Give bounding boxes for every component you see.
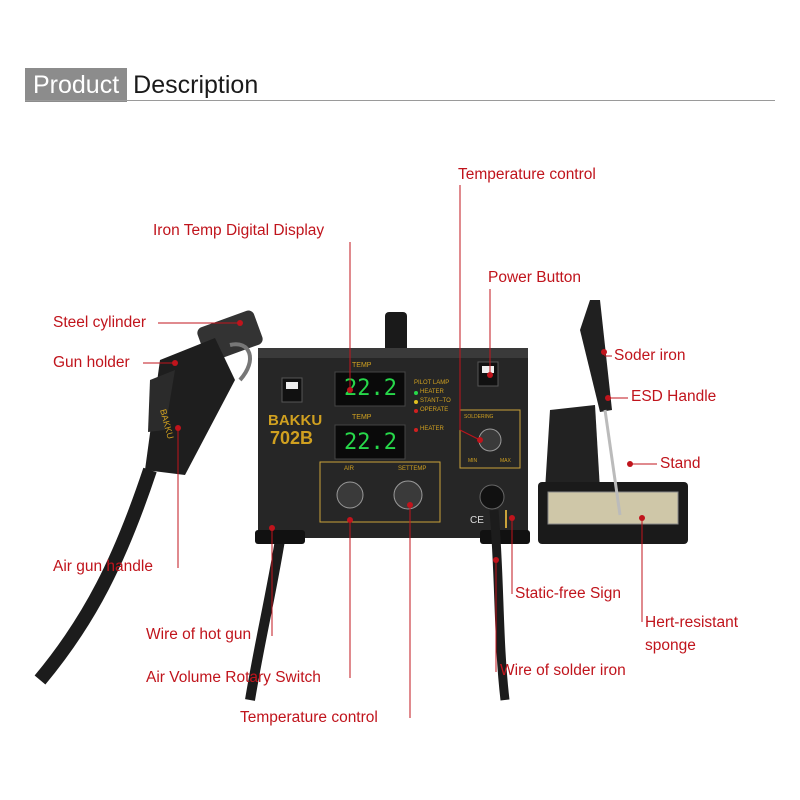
air-panel (319, 461, 441, 523)
lamp-heater2-text: HEATER (420, 426, 444, 432)
label-stand: Stand (660, 455, 701, 472)
section-header: Product Description (25, 68, 264, 102)
soldering-text: SOLDERING (464, 414, 494, 420)
soldering-panel (459, 409, 521, 469)
min-text: MIN (468, 458, 478, 464)
gun-body (145, 338, 235, 475)
ce-text: CE (470, 515, 484, 526)
header-divider (25, 100, 775, 101)
brand-text: BAKKU (268, 412, 323, 429)
lamp-stant-text: STANT–TO (420, 398, 451, 404)
header-description: Description (133, 71, 259, 99)
label-hert-resistant-2: sponge (645, 637, 696, 654)
display-top-label: TEMP (352, 362, 372, 369)
label-gun-holder: Gun holder (53, 354, 130, 371)
label-steel-cylinder: Steel cylinder (53, 314, 147, 331)
air-text: AIR (344, 466, 355, 472)
hot-gun-wire (245, 539, 285, 701)
iron-wire (489, 509, 510, 701)
display-top-value: 22.2 (344, 376, 397, 401)
label-static-free-sign: Static-free Sign (515, 585, 621, 602)
sponge-tray (547, 491, 679, 525)
air-knob (336, 481, 364, 509)
lamp-operate-text: OPERATE (420, 407, 449, 413)
led-heater-green (414, 391, 418, 395)
led-stant-yellow (414, 400, 418, 404)
gun-holder-shape (229, 342, 252, 382)
gun-grip (148, 370, 175, 432)
label-air-gun-handle: Air gun handle (53, 558, 153, 575)
lamp-heater-text: HEATER (420, 389, 444, 395)
iron-stand (538, 405, 688, 544)
label-esd-handle: ESD Handle (631, 388, 717, 405)
label-wire-solder-iron: Wire of solder iron (500, 662, 626, 679)
display-bottom-value: 22.2 (344, 430, 397, 455)
settemp-text: SETTEMP (398, 466, 427, 472)
label-wire-hot-gun: Wire of hot gun (146, 626, 252, 643)
led-heater2-red (414, 428, 418, 432)
bottom-display (334, 424, 406, 460)
settemp-knob (393, 480, 423, 510)
label-temperature-control-top: Temperature control (458, 166, 596, 183)
top-display (334, 371, 406, 407)
hot-gun-cable (34, 467, 157, 685)
max-text: MAX (500, 458, 511, 464)
label-air-volume-switch: Air Volume Rotary Switch (146, 669, 321, 686)
header-product: Product (25, 68, 128, 102)
model-text: 702B (270, 428, 314, 448)
top-handle (385, 312, 407, 352)
label-soder-iron: Soder iron (614, 347, 686, 364)
led-operate-red (414, 409, 418, 413)
label-hert-resistant-1: Hert-resistant (645, 614, 739, 631)
label-power-button: Power Button (488, 269, 582, 286)
display-bottom-label: TEMP (352, 414, 372, 421)
iron-connector (479, 484, 505, 510)
label-iron-temp-display: Iron Temp Digital Display (153, 222, 325, 239)
pilot-lamp-text: PILOT LAMP (414, 380, 450, 386)
label-temperature-control-bottom: Temperature control (240, 709, 378, 726)
stand-holder (545, 405, 600, 490)
